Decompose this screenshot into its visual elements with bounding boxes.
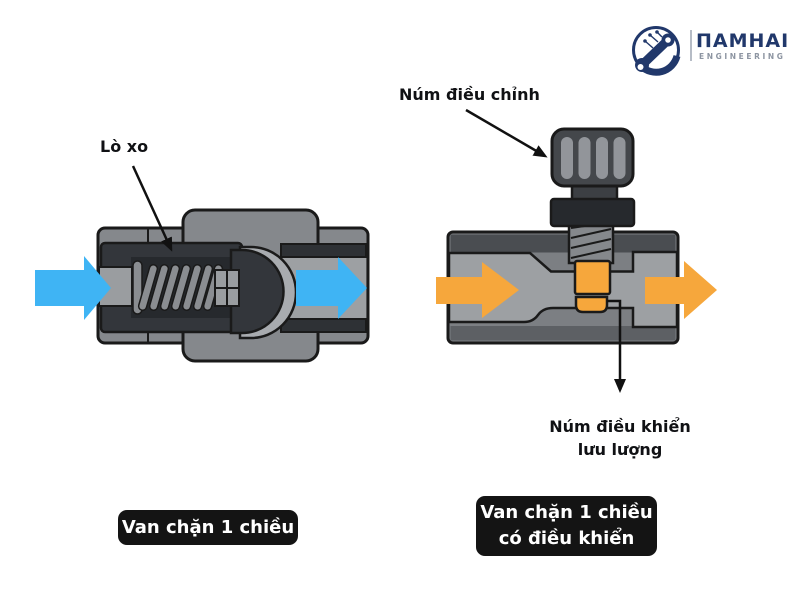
threaded-stem (567, 219, 615, 265)
spring-pointer-line (131, 165, 173, 252)
brand-name: ΠAMHAI (696, 30, 790, 52)
flow-channel (447, 250, 679, 329)
adjustment-knob (550, 127, 635, 188)
check-valve-diagram (35, 165, 370, 363)
flow-control-plunger-tip (574, 295, 609, 314)
flow-arrow-in-left-valve (35, 256, 111, 320)
caption-right-line1: Van chặn 1 chiều (480, 502, 653, 523)
knob-collar (549, 197, 636, 228)
flow-knob-label-line2: lưu lượng (577, 440, 663, 459)
flow-knob-pointer-line (607, 299, 626, 393)
caption-controlled-check-valve: Van chặn 1 chiều có điều khiển (476, 496, 657, 556)
spring-end-guide (214, 269, 240, 307)
controlled-check-valve-diagram (436, 108, 717, 393)
caption-check-valve: Van chặn 1 chiều (118, 510, 298, 545)
brand-subtitle: ENGINEERING (699, 52, 786, 61)
flow-knob-label-line1: Núm điều khiển (549, 417, 691, 436)
flow-knob-label: Núm điều khiển lưu lượng (544, 415, 696, 461)
flow-arrow-in-right-valve (436, 262, 519, 318)
adjust-knob-label: Núm điều chỉnh (399, 85, 540, 104)
poppet-dome (229, 248, 285, 335)
caption-right-line2: có điều khiển (498, 528, 635, 549)
logo-divider (690, 30, 692, 61)
logo-icon (632, 26, 681, 76)
body-wall-top (450, 234, 676, 253)
knob-pointer-line (465, 108, 548, 158)
outlet-wall-top (280, 243, 367, 258)
flow-arrow-out-left-valve (296, 257, 367, 319)
outlet-wall-bottom (280, 318, 367, 333)
flow-control-plunger (573, 259, 612, 296)
spring-label: Lò xo (100, 137, 149, 156)
flow-arrow-out-right-valve (645, 261, 717, 319)
